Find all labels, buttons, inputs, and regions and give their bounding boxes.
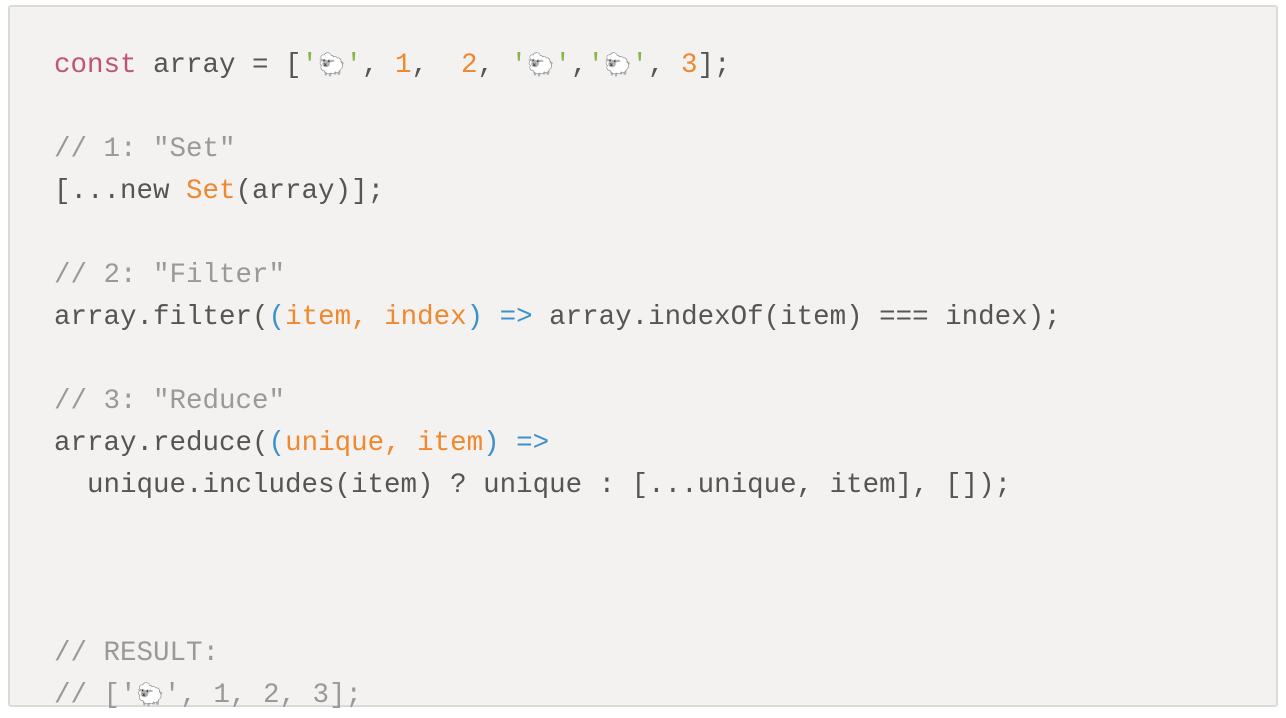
- sheep-emoji-icon: 🐑: [136, 684, 164, 709]
- code-token-text: array.reduce(: [54, 428, 269, 459]
- code-token-comment: // [': [54, 680, 137, 711]
- code-token-punct-blue: ) =>: [466, 302, 533, 333]
- code-token-punct-blue: (: [268, 302, 286, 333]
- code-token-text: (array)];: [235, 176, 385, 207]
- code-line: // ['🐑', 1, 2, 3];: [54, 675, 1061, 717]
- code-token-number: 1: [395, 50, 412, 81]
- code-content: const array = ['🐑', 1, 2, '🐑','🐑', 3];//…: [54, 45, 1061, 717]
- sheep-emoji-icon: 🐑: [527, 54, 555, 79]
- code-token-text: ,: [647, 50, 681, 81]
- code-token-text: unique.includes(item) ? unique : [...uni…: [54, 470, 1012, 501]
- code-token-string: ': [345, 50, 362, 81]
- code-token-punct-blue: (: [268, 428, 286, 459]
- code-token-text: ,: [411, 50, 462, 81]
- code-line: unique.includes(item) ? unique : [...uni…: [54, 465, 1061, 507]
- code-token-text: array.indexOf(item) === index);: [532, 302, 1061, 333]
- code-token-class: Set: [186, 176, 236, 207]
- code-token-punct-blue: ) =>: [483, 428, 550, 459]
- code-token-param: item, index: [285, 302, 467, 333]
- sheep-emoji-icon: 🐑: [318, 54, 346, 79]
- code-line: [54, 87, 1061, 129]
- code-line: [54, 213, 1061, 255]
- code-token-string: ': [631, 50, 648, 81]
- code-line: // RESULT:: [54, 633, 1061, 675]
- code-block: const array = ['🐑', 1, 2, '🐑','🐑', 3];//…: [8, 5, 1278, 711]
- code-token-text: [...new: [54, 176, 187, 207]
- code-line: [54, 591, 1061, 633]
- code-token-string: ': [587, 50, 605, 81]
- code-token-comment: // RESULT:: [54, 638, 220, 669]
- code-token-comment: // 1: "Set": [54, 134, 236, 165]
- code-token-keyword: const: [54, 50, 137, 81]
- code-token-text: ,: [361, 50, 395, 81]
- code-token-number: 2: [461, 50, 478, 81]
- code-line: array.filter((item, index) => array.inde…: [54, 297, 1061, 339]
- code-line: // 1: "Set": [54, 129, 1061, 171]
- code-line: [54, 549, 1061, 591]
- code-token-text: array.filter(: [54, 302, 269, 333]
- code-token-string: ': [301, 50, 319, 81]
- code-token-text: array = [: [136, 50, 302, 81]
- code-token-string: ': [554, 50, 571, 81]
- code-token-comment: // 2: "Filter": [54, 260, 286, 291]
- code-token-param: unique, item: [285, 428, 484, 459]
- code-token-text: ];: [697, 50, 731, 81]
- code-line: array.reduce((unique, item) =>: [54, 423, 1061, 465]
- code-token-string: ': [510, 50, 528, 81]
- code-line: [54, 339, 1061, 381]
- code-line: // 2: "Filter": [54, 255, 1061, 297]
- code-token-text: ,: [477, 50, 511, 81]
- code-line: // 3: "Reduce": [54, 381, 1061, 423]
- sheep-emoji-icon: 🐑: [604, 54, 632, 79]
- code-token-text: ,: [571, 50, 588, 81]
- code-token-number: 3: [680, 50, 698, 81]
- code-line: [...new Set(array)];: [54, 171, 1061, 213]
- code-token-comment: // 3: "Reduce": [54, 386, 286, 417]
- code-token-comment: ', 1, 2, 3];: [163, 680, 362, 711]
- code-line: const array = ['🐑', 1, 2, '🐑','🐑', 3];: [54, 45, 1061, 87]
- code-line: [54, 507, 1061, 549]
